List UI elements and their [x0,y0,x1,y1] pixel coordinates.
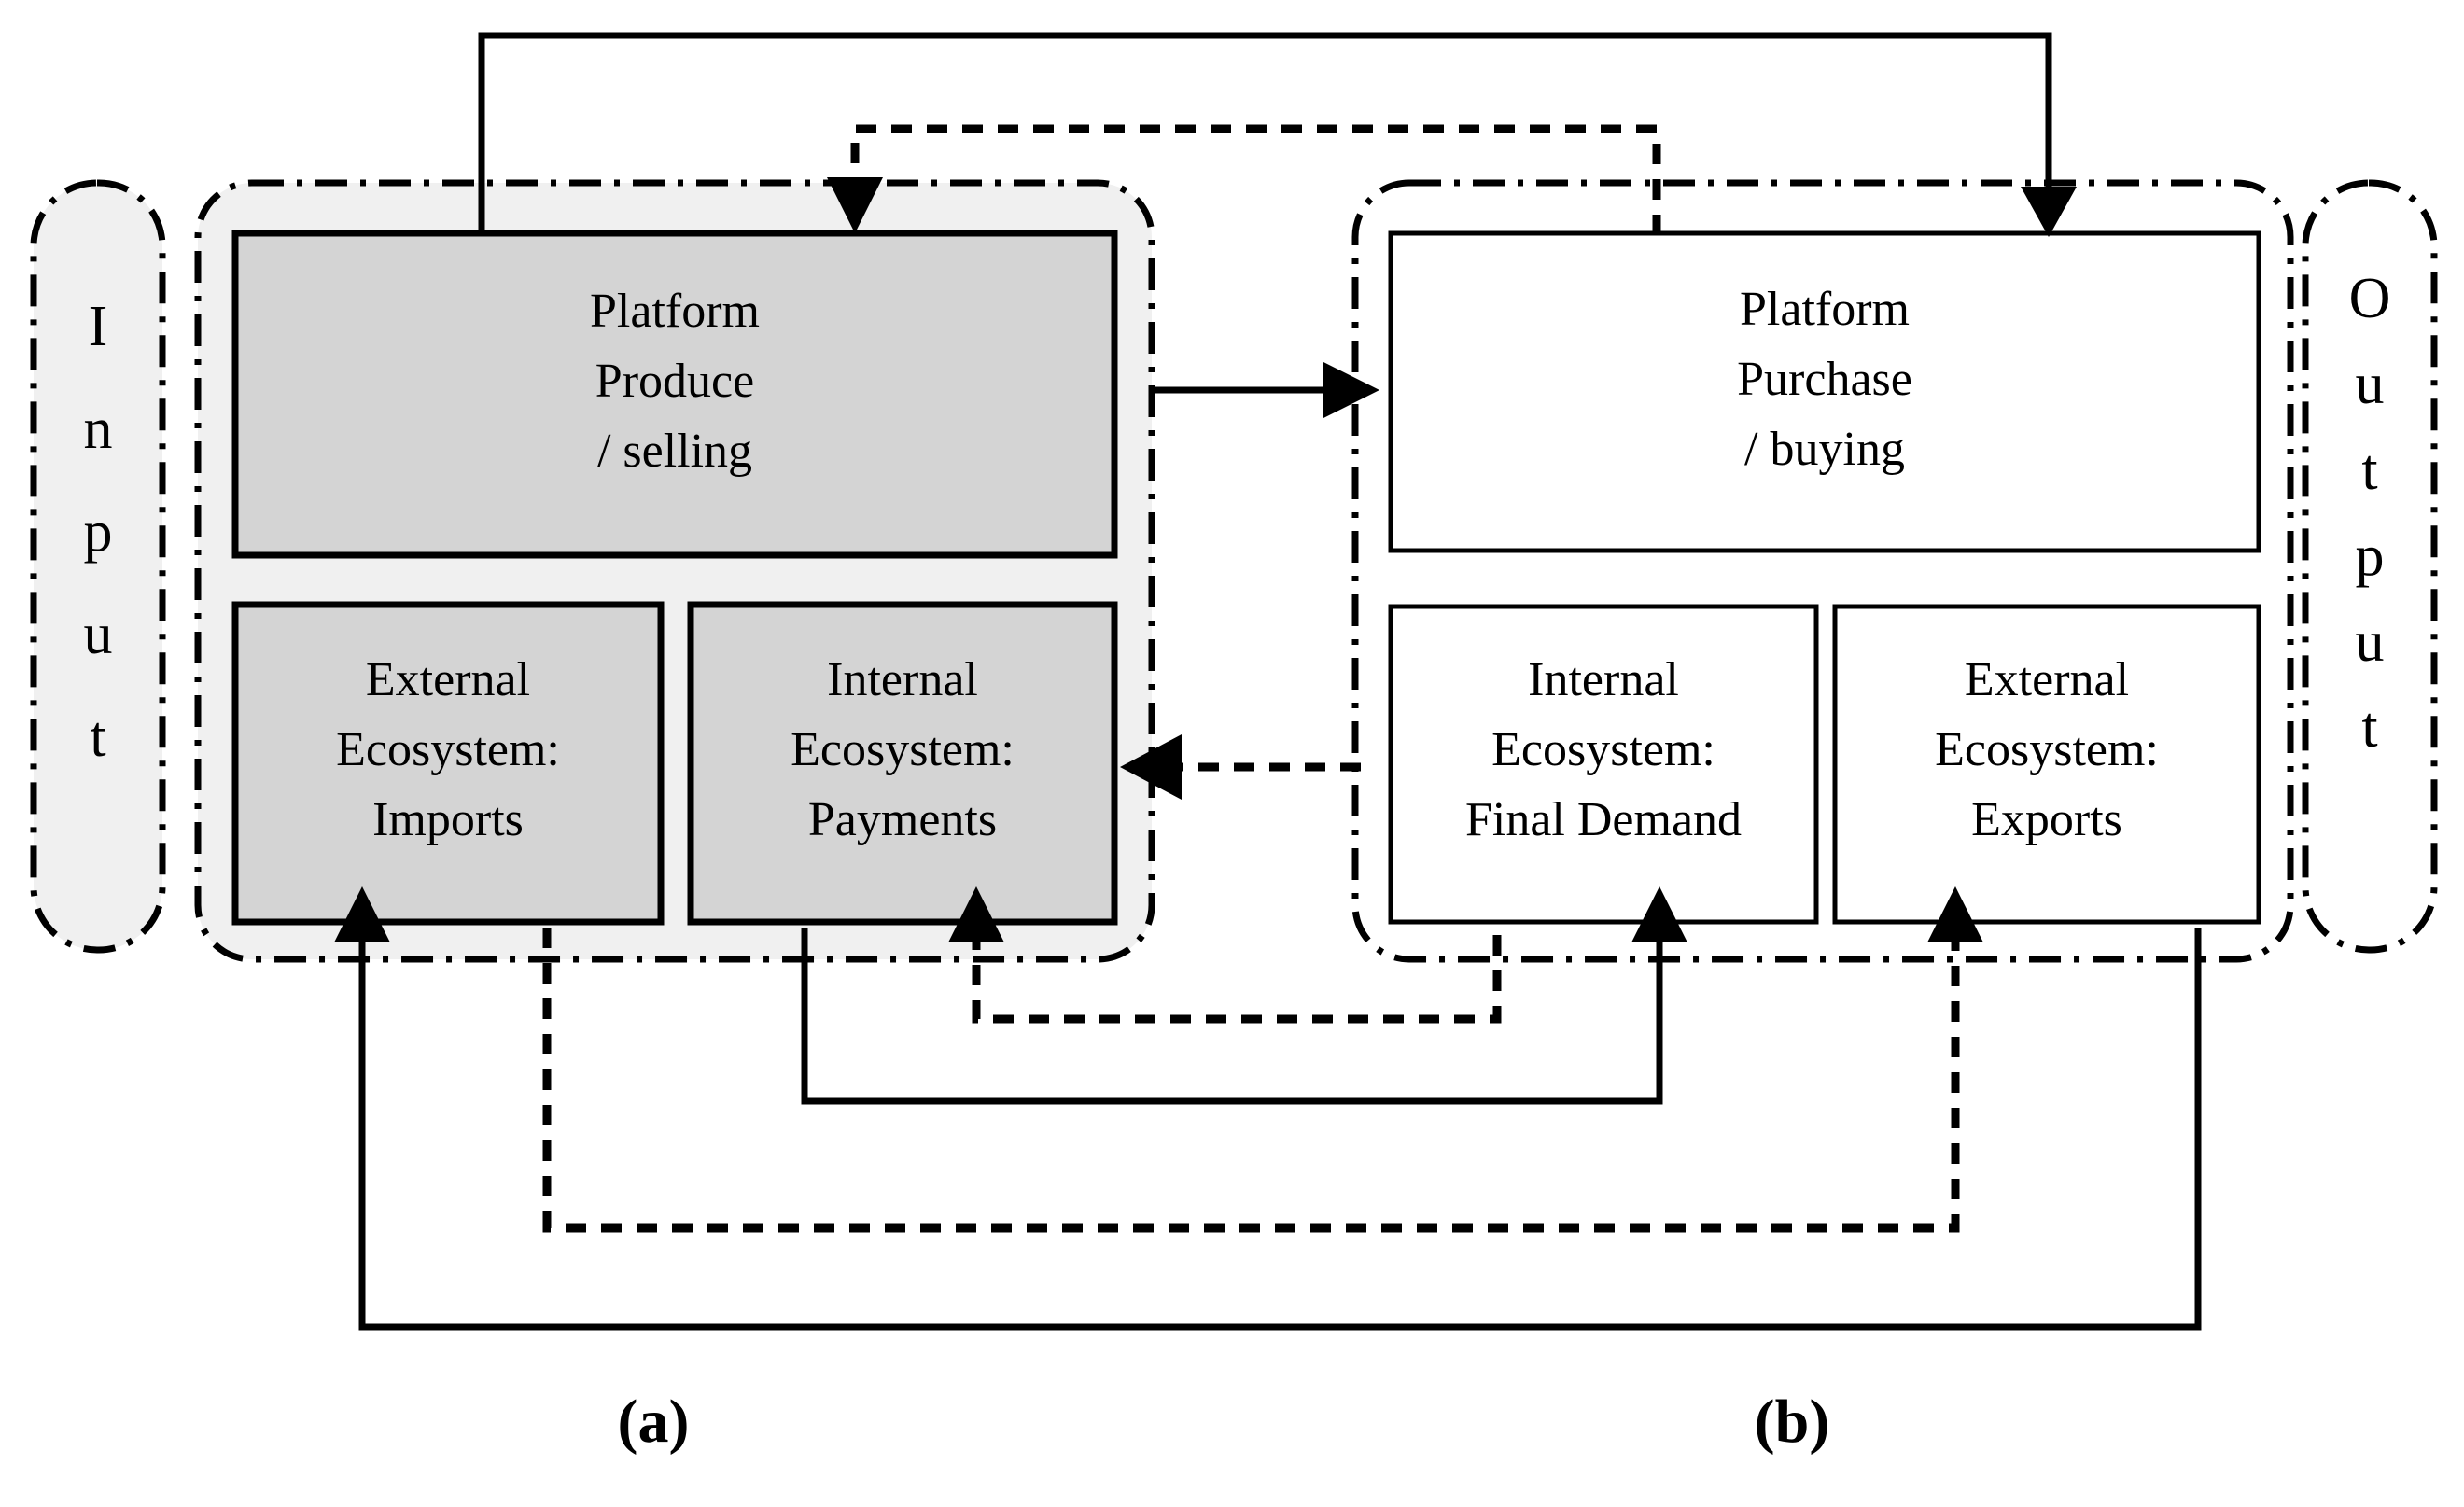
external-ecosystem-exports-line-1: Ecosystem: [1935,723,2159,776]
connector-payments-to-final-demand [801,886,1687,1105]
input-letter-0: I [89,295,108,358]
connector-produce-to-purchase [1150,362,1379,418]
node-platform-produce-selling[interactable]: Platform Produce / selling [231,230,1118,559]
node-external-ecosystem-imports[interactable]: External Ecosystem: Imports [231,601,665,926]
output-letter-2: t [2361,439,2377,502]
connector-imports-to-exports [542,886,1983,1233]
input-letter-1: n [84,398,113,461]
external-ecosystem-imports-line-2: Imports [372,793,524,846]
external-ecosystem-imports-box[interactable] [231,601,665,926]
external-ecosystem-imports-line-1: Ecosystem: [336,723,560,776]
platform-produce-selling-line-2: / selling [597,425,752,478]
platform-produce-selling-line-1: Produce [595,355,754,408]
node-internal-ecosystem-payments[interactable]: Internal Ecosystem: Payments [687,601,1118,926]
internal-ecosystem-payments-line-1: Ecosystem: [791,723,1015,776]
external-ecosystem-exports-line-0: External [1965,653,2129,706]
connector-top-solid-feedback [478,32,2077,237]
input-letter-2: p [84,500,113,564]
panel-b-caption: (b) [1755,1388,1830,1456]
connector-top-dashed-feedback [827,124,1661,235]
external-ecosystem-exports-line-2: Exports [1971,793,2122,846]
platform-produce-selling-line-0: Platform [590,285,760,338]
internal-ecosystem-final-demand-line-2: Final Demand [1465,793,1742,846]
output-letter-1: u [2356,353,2385,416]
arrowhead-payments-dashed-return [948,886,1004,942]
input-letter-4: t [90,705,105,769]
output-letter-0: O [2349,267,2391,330]
input-group: I n p u t [30,179,166,954]
connector-exports-to-imports [334,886,2202,1331]
panel-a-caption: (a) [618,1388,690,1456]
platform-purchase-buying-line-1: Purchase [1737,353,1912,406]
arrowhead-final-demand-to-payments [1120,734,1182,800]
output-letter-3: p [2356,524,2385,588]
arrowhead-produce-to-purchase [1323,362,1379,418]
node-platform-purchase-buying[interactable]: Platform Purchase / buying [1388,230,2261,553]
internal-ecosystem-final-demand-box[interactable] [1388,604,1819,925]
internal-ecosystem-payments-line-0: Internal [827,653,978,706]
internal-ecosystem-payments-line-2: Payments [808,793,997,846]
connector-final-demand-to-payments [1120,734,1361,800]
internal-ecosystem-final-demand-line-0: Internal [1528,653,1679,706]
output-letter-4: u [2356,610,2385,674]
platform-purchase-buying-box[interactable] [1388,230,2261,553]
internal-ecosystem-payments-box[interactable] [687,601,1118,926]
input-letter-3: u [84,603,113,666]
output-capsule [2302,179,2438,954]
output-letter-5: t [2361,696,2377,760]
node-external-ecosystem-exports[interactable]: External Ecosystem: Exports [1832,604,2261,925]
internal-ecosystem-final-demand-line-1: Ecosystem: [1491,723,1715,776]
arrowhead-imports-to-exports [1927,886,1983,942]
connector-payments-dashed-return [948,886,1502,1024]
platform-purchase-buying-line-2: / buying [1744,423,1905,476]
output-group: O u t p u t [2302,179,2438,954]
input-capsule [30,179,166,954]
arrowhead-top-dashed-feedback [827,177,883,233]
arrowhead-payments-to-final-demand [1631,886,1687,942]
external-ecosystem-imports-line-0: External [366,653,530,706]
platform-purchase-buying-line-0: Platform [1740,283,1910,336]
platform-produce-selling-box[interactable] [231,230,1118,559]
arrowhead-exports-to-imports [334,886,390,942]
node-internal-ecosystem-final-demand[interactable]: Internal Ecosystem: Final Demand [1388,604,1819,925]
arrowhead-top-solid-feedback [2021,187,2077,237]
external-ecosystem-exports-box[interactable] [1832,604,2261,925]
